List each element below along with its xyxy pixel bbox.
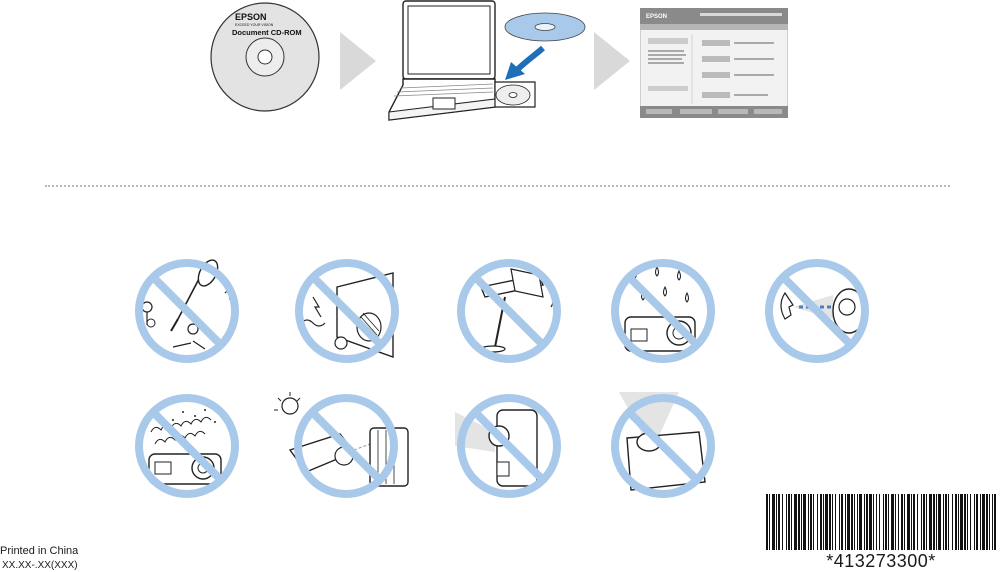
barcode-bar xyxy=(955,494,957,550)
barcode-bar xyxy=(864,494,865,550)
barcode-bar xyxy=(823,494,824,550)
arrow-right-icon xyxy=(340,32,376,90)
cd-label: Document CD-ROM xyxy=(232,28,302,37)
barcode-bar xyxy=(794,494,797,550)
no-water-icon xyxy=(611,259,715,363)
screenshot-brand: EPSON xyxy=(646,14,667,20)
barcode-bar xyxy=(869,494,872,550)
barcode-bar xyxy=(967,494,968,550)
barcode-bar xyxy=(976,494,978,550)
barcode-bar xyxy=(885,494,887,550)
barcode-bar xyxy=(926,494,927,550)
barcode-bar xyxy=(992,494,993,550)
barcode-bar xyxy=(778,494,780,550)
barcode-bar xyxy=(945,494,947,550)
barcode-bar xyxy=(986,494,988,550)
barcode-bar xyxy=(923,494,925,550)
no-heat-source-icon xyxy=(274,392,409,498)
no-unstable-surface-icon xyxy=(457,259,561,363)
barcode-bar xyxy=(791,494,792,550)
dotted-divider xyxy=(45,185,950,187)
barcode-bar xyxy=(801,494,802,550)
barcode-bar xyxy=(847,494,850,550)
barcode-bar xyxy=(891,494,894,550)
barcode-bar xyxy=(879,494,880,550)
barcode xyxy=(766,494,996,550)
barcode-bar xyxy=(901,494,903,550)
barcode-bar xyxy=(769,494,770,550)
barcode-bar xyxy=(980,494,981,550)
barcode-bar xyxy=(825,494,828,550)
barcode-bar xyxy=(913,494,915,550)
barcode-bar xyxy=(904,494,905,550)
barcode-bar xyxy=(841,494,843,550)
barcode-bar xyxy=(911,494,912,550)
barcode-bar xyxy=(873,494,874,550)
barcode-bar xyxy=(994,494,996,550)
barcode-bar xyxy=(839,494,840,550)
barcode-bar xyxy=(835,494,836,550)
barcode-bar xyxy=(857,494,858,550)
barcode-bar xyxy=(888,494,889,550)
barcode-bar xyxy=(776,494,777,550)
barcode-bar xyxy=(803,494,806,550)
barcode-bar xyxy=(829,494,831,550)
barcode-bar xyxy=(970,494,971,550)
barcode-bar xyxy=(974,494,975,550)
barcode-bar xyxy=(798,494,800,550)
barcode-bar xyxy=(948,494,949,550)
barcode-bar xyxy=(866,494,868,550)
laptop-insert-cd-icon xyxy=(388,0,586,121)
barcode-bar xyxy=(772,494,775,550)
barcode-bar xyxy=(845,494,846,550)
barcode-bar xyxy=(936,494,937,550)
barcode-bar xyxy=(854,494,855,550)
barcode-bar xyxy=(907,494,910,550)
barcode-bar xyxy=(788,494,790,550)
no-looking-into-lens-icon xyxy=(765,259,869,363)
barcode-bar xyxy=(898,494,899,550)
barcode-bar xyxy=(817,494,818,550)
barcode-bar xyxy=(933,494,935,550)
arrow-right-icon xyxy=(594,32,630,90)
barcode-bar xyxy=(943,494,944,550)
printed-in-text: Printed in China xyxy=(0,545,79,557)
cd-brand: EPSON xyxy=(235,12,267,22)
cd-menu-screenshot: EPSON xyxy=(640,8,788,118)
document-cd-rom-icon: EPSON EXCEED YOUR VISION Document CD-ROM xyxy=(210,2,320,112)
barcode-bar xyxy=(810,494,812,550)
barcode-bar xyxy=(921,494,922,550)
cd-subtitle: EXCEED YOUR VISION xyxy=(235,23,274,27)
barcode-bar xyxy=(952,494,953,550)
barcode-bar xyxy=(876,494,877,550)
no-foreign-objects-icon xyxy=(295,259,399,363)
barcode-bar xyxy=(964,494,966,550)
barcode-bar xyxy=(766,494,768,550)
no-dust-icon xyxy=(135,394,239,498)
no-vertical-placement-icon xyxy=(455,394,561,498)
barcode-bar xyxy=(989,494,990,550)
barcode-bar xyxy=(782,494,783,550)
barcode-bar xyxy=(820,494,822,550)
barcode-bar xyxy=(851,494,853,550)
barcode-number: *413273300* xyxy=(826,551,936,571)
document-code: XX.XX-.XX(XXX) xyxy=(2,560,78,571)
barcode-bar xyxy=(938,494,941,550)
barcode-bar xyxy=(832,494,833,550)
barcode-bar xyxy=(895,494,896,550)
barcode-bar xyxy=(958,494,959,550)
no-tilted-placement-icon xyxy=(611,392,715,498)
barcode-bar xyxy=(929,494,932,550)
barcode-bar xyxy=(786,494,787,550)
barcode-bar xyxy=(960,494,963,550)
barcode-bar xyxy=(883,494,884,550)
barcode-bar xyxy=(859,494,862,550)
barcode-bar xyxy=(808,494,809,550)
barcode-bar xyxy=(917,494,918,550)
barcode-bar xyxy=(982,494,985,550)
no-disassembly-icon xyxy=(135,259,239,363)
barcode-bar xyxy=(813,494,814,550)
